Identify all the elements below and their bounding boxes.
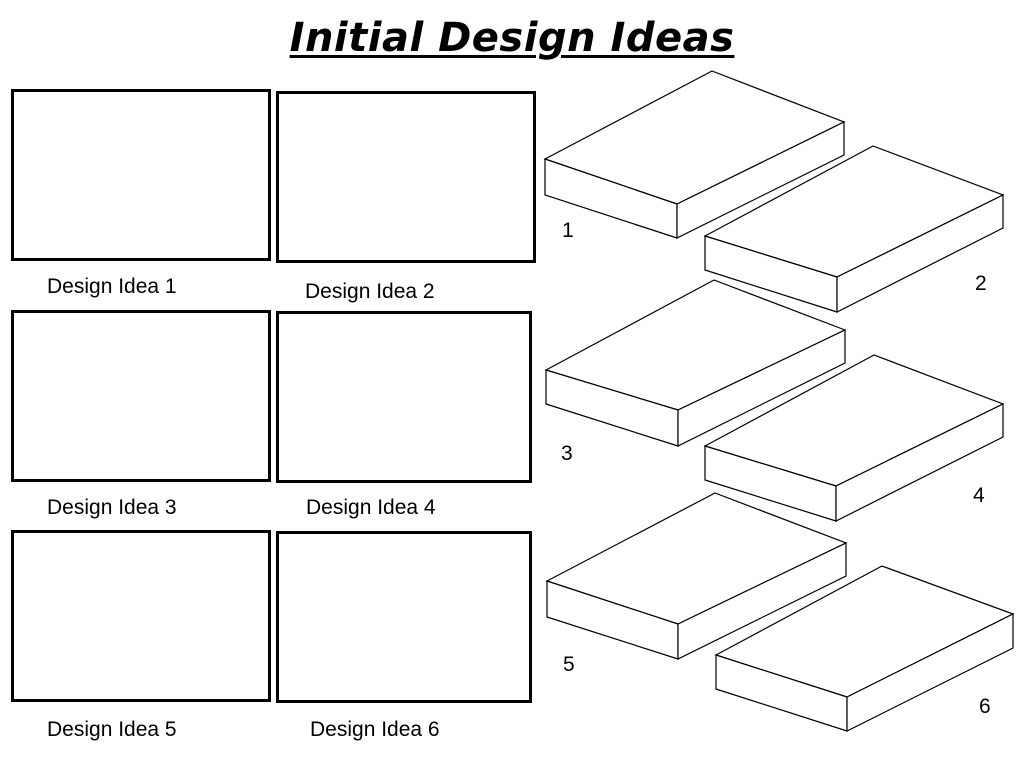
design-idea-2-frame (276, 91, 536, 263)
block-3-number: 3 (561, 442, 573, 465)
block-5-number: 5 (563, 653, 575, 676)
design-idea-3-frame (11, 310, 271, 482)
block-2-number: 2 (975, 272, 987, 295)
block-2 (703, 145, 1005, 313)
design-idea-4-label: Design Idea 4 (306, 496, 436, 519)
design-idea-6-frame (276, 531, 532, 703)
block-6 (714, 565, 1015, 732)
block-4 (703, 354, 1005, 522)
block-4-number: 4 (973, 484, 985, 507)
design-idea-4-frame (276, 311, 532, 483)
block-1-number: 1 (562, 219, 574, 242)
design-idea-5-label: Design Idea 5 (47, 718, 177, 741)
design-idea-6-label: Design Idea 6 (310, 718, 440, 741)
design-idea-2-label: Design Idea 2 (305, 280, 435, 303)
design-idea-1-label: Design Idea 1 (47, 275, 177, 298)
design-idea-5-frame (11, 530, 271, 702)
block-1 (543, 70, 846, 239)
page-title: Initial Design Ideas (289, 15, 735, 61)
block-6-number: 6 (979, 695, 991, 718)
design-idea-1-frame (11, 89, 271, 261)
block-5 (545, 492, 848, 660)
design-idea-3-label: Design Idea 3 (47, 496, 177, 519)
block-3 (544, 279, 847, 447)
